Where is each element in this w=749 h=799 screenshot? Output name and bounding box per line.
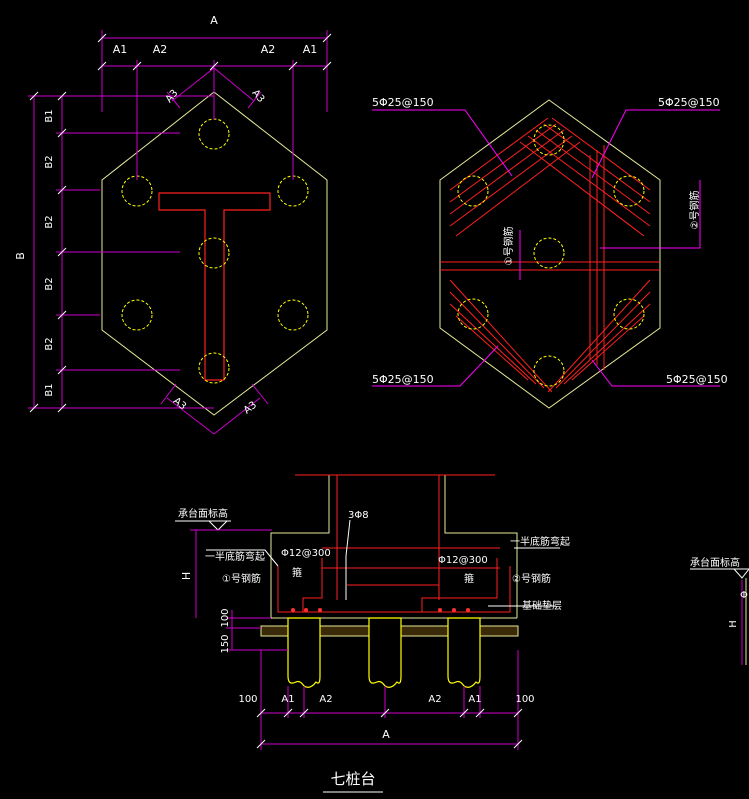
- dim-a2-left: A2: [153, 43, 168, 56]
- pile-group-section: [287, 617, 481, 688]
- right-bend-note: 一半底筋弯起: [510, 535, 570, 548]
- pile-circle: [277, 175, 309, 207]
- pile-circle: [121, 175, 153, 207]
- pile-group-rebar: [457, 124, 645, 387]
- plan-view: A A1 A2 A2 A1 A3 A3 A3 A3 B B1 B2 B2 B2 …: [14, 14, 332, 435]
- dim-a2-right: A2: [261, 43, 276, 56]
- pile-circle: [613, 175, 645, 207]
- rebar-view: 5Φ25@150 5Φ25@150 5Φ25@150 5Φ25@150 ①号钢筋…: [372, 96, 728, 409]
- dim-b-segment: B2: [44, 155, 55, 168]
- pile-shaft: [287, 617, 321, 688]
- dim-b-segment: B1: [44, 109, 55, 122]
- bottom-dim: A1: [468, 694, 481, 705]
- pile-circle: [533, 124, 565, 156]
- rebar-label: 5Φ25@150: [658, 96, 720, 109]
- dim-b-segment: B2: [44, 215, 55, 228]
- left-stirrup-char: 箍: [292, 566, 302, 579]
- partial-dim-h: H: [728, 620, 739, 628]
- right-bar-ref: ②号钢筋: [512, 572, 551, 585]
- pile-circle: [198, 118, 230, 150]
- pile-circle: [533, 237, 565, 269]
- left-bend-note: 一半底筋弯起: [205, 550, 265, 563]
- partial-top-elevation: 承台面标高: [690, 556, 740, 569]
- dim-b-segment: B2: [44, 277, 55, 290]
- pile-shaft: [447, 617, 481, 688]
- rebar-band-lower: [449, 279, 651, 393]
- dim-a3-bottom-left: A3: [171, 396, 188, 413]
- stirrup-label: 3Φ8: [348, 510, 369, 521]
- section-view: 承台面标高 3Φ8 一半底筋弯起 一半底筋弯起 Φ12@300 Φ12@300 …: [175, 474, 570, 793]
- dim-b-segment: B2: [44, 337, 55, 350]
- column-t-shape: [158, 192, 271, 381]
- dim-a-total: A: [210, 14, 218, 27]
- cap-outline-hexagon-rebar: [439, 99, 661, 409]
- pile-circle: [533, 355, 565, 387]
- bottom-dim: A1: [281, 694, 294, 705]
- section-dim-h: H: [180, 572, 193, 580]
- bottom-dim: A2: [428, 694, 441, 705]
- dim-b-total: B: [14, 252, 27, 260]
- rebar-label: 5Φ25@150: [666, 373, 728, 386]
- pile-circle: [198, 352, 230, 384]
- pile-group-plan: [121, 118, 309, 384]
- dim-a1-left: A1: [113, 43, 128, 56]
- pile-circle: [613, 298, 645, 330]
- right-spacing-label: Φ12@300: [438, 555, 488, 566]
- pile-circle: [277, 299, 309, 331]
- dim-a3-top-left: A3: [164, 88, 181, 105]
- left-bar-ref: ①号钢筋: [222, 572, 261, 585]
- pile-circle: [457, 298, 489, 330]
- pile-circle: [198, 237, 230, 269]
- partial-view: 承台面标高 H Φ: [690, 556, 749, 665]
- rebar-vertical: [440, 145, 660, 370]
- bottom-total: A: [382, 728, 390, 741]
- bar1-vertical-label: ①号钢筋: [502, 227, 515, 266]
- rebar-label: 5Φ25@150: [372, 373, 434, 386]
- cushion-label: 基础垫层: [522, 599, 562, 612]
- cap-outline-hexagon: [101, 91, 328, 416]
- dim-a1-right: A1: [303, 43, 318, 56]
- pile-shaft: [368, 617, 402, 688]
- rebar-band-upper: [449, 117, 651, 237]
- dim-b-segment: B1: [44, 383, 55, 396]
- bottom-dim: 100: [238, 694, 257, 705]
- section-title: 七桩台: [330, 770, 375, 788]
- section-top-elevation: 承台面标高: [178, 507, 228, 520]
- dim-a3-bottom-right: A3: [242, 400, 259, 417]
- section-dim-150: 150: [220, 634, 231, 653]
- section-dim-100: 100: [220, 608, 231, 627]
- partial-cut-char: Φ: [740, 590, 748, 601]
- pile-circle: [457, 175, 489, 207]
- pile-circle: [121, 299, 153, 331]
- bar2-vertical-label: ②号钢筋: [688, 191, 701, 230]
- bottom-dim: A2: [319, 694, 332, 705]
- rebar-label: 5Φ25@150: [372, 96, 434, 109]
- left-spacing-label: Φ12@300: [281, 548, 331, 559]
- right-stirrup-char: 箍: [464, 572, 474, 585]
- bottom-bar-dots: [291, 608, 470, 612]
- bottom-dim: 100: [515, 694, 534, 705]
